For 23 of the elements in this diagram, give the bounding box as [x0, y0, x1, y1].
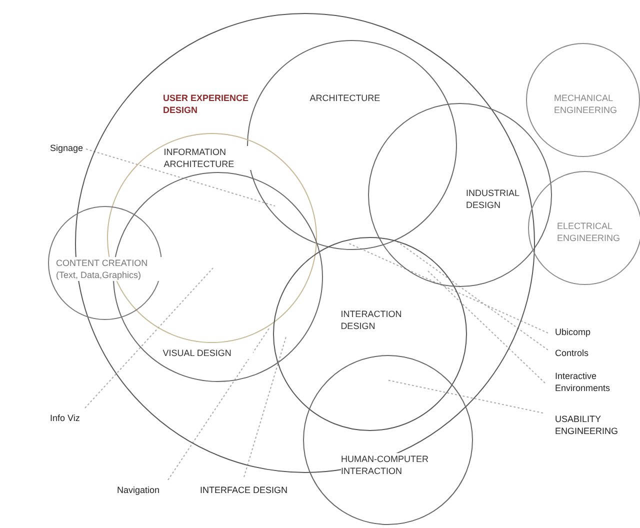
circle-label: HUMAN-COMPUTER INTERACTION: [341, 453, 431, 477]
leader-label: Ubicomp: [555, 326, 615, 338]
leader-label: Info Viz: [50, 412, 100, 424]
venn-circle: [528, 171, 640, 285]
leader-label: USABILITY ENGINEERING: [555, 413, 635, 437]
leader-line: [86, 148, 276, 206]
venn-circle: [272, 236, 467, 431]
venn-circle: [303, 355, 473, 525]
leader-label: Controls: [555, 347, 615, 359]
leader-label: INTERFACE DESIGN: [200, 484, 310, 496]
venn-circle: [368, 103, 552, 287]
circle-label: VISUAL DESIGN: [162, 346, 253, 359]
leader-line: [348, 242, 548, 334]
leader-line: [426, 270, 546, 384]
leader-label: Signage: [50, 142, 100, 154]
leader-line: [386, 380, 544, 414]
leader-label: Interactive Environments: [555, 370, 625, 394]
venn-circle: [526, 43, 640, 157]
leader-line: [168, 326, 270, 480]
leader-label: Navigation: [117, 484, 177, 496]
leader-line: [84, 268, 214, 408]
circle-label: INFORMATION ARCHITECTURE: [164, 146, 254, 170]
leader-line: [244, 336, 286, 478]
